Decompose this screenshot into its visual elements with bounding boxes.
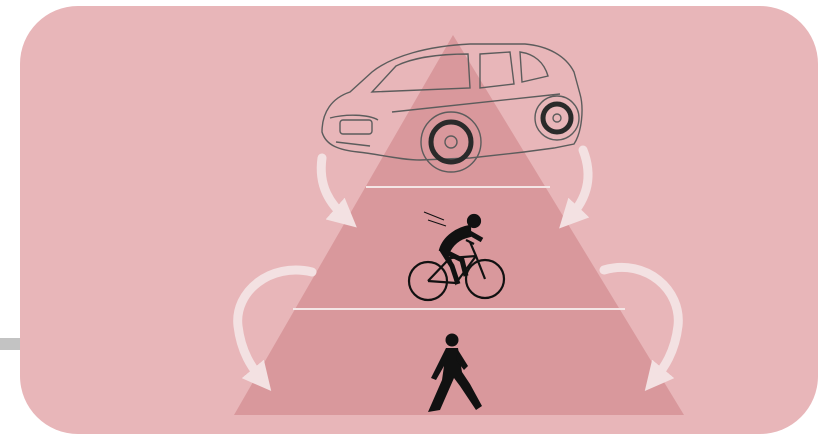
- arrow-car-to-bicycle-left: [321, 158, 346, 218]
- arrow-car-to-bicycle-right: [569, 150, 588, 218]
